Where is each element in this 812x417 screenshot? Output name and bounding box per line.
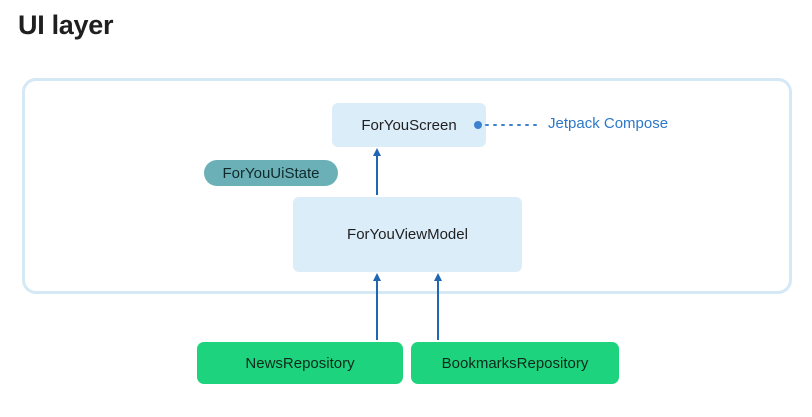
for-you-ui-state-node: ForYouUiState — [204, 160, 338, 186]
news-repository-node: NewsRepository — [197, 342, 403, 384]
ui-layer-frame — [22, 78, 792, 294]
diagram-title: UI layer — [18, 10, 114, 40]
for-you-screen-node: ForYouScreen — [332, 103, 486, 147]
bookmarks-repository-node: BookmarksRepository — [411, 342, 619, 384]
for-you-view-model-node: ForYouViewModel — [293, 197, 522, 272]
jetpack-compose-annotation: Jetpack Compose — [548, 115, 669, 132]
compose-connector-dot — [474, 121, 482, 129]
